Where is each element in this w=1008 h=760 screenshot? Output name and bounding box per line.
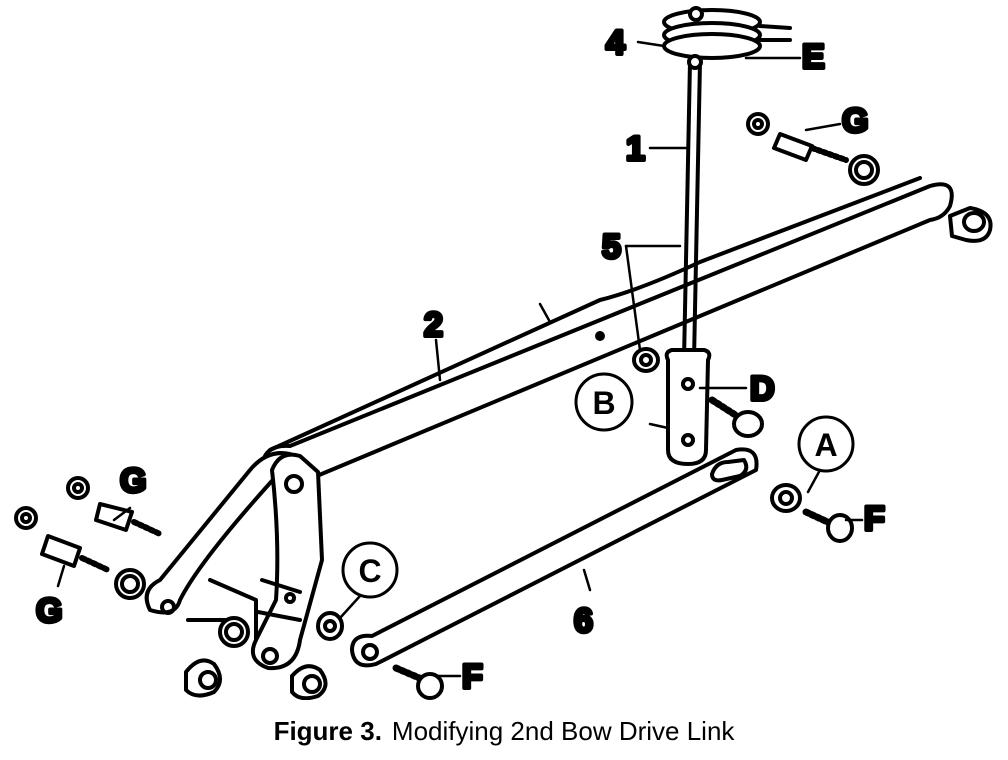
figure-caption: Figure 3. Modifying 2nd Bow Drive Link — [0, 716, 1008, 747]
callout-D: D — [750, 370, 775, 408]
callout-F-bottom: F — [462, 658, 483, 696]
spacer-A-and-bolt-F — [770, 483, 854, 543]
spacer-C — [316, 611, 344, 641]
callout-E: E — [802, 38, 825, 76]
callout-2: 2 — [424, 306, 443, 344]
callout-F-right: F — [864, 500, 885, 538]
callout-B: B — [592, 385, 615, 421]
callout-C-circle: C — [341, 541, 399, 599]
callout-1: 1 — [626, 130, 645, 168]
callout-4: 4 — [606, 24, 625, 62]
vertical-rod — [664, 54, 712, 466]
drive-link-2 — [260, 176, 954, 486]
leader-lines — [56, 40, 864, 678]
callout-A-circle: A — [797, 415, 855, 473]
spacer-B — [595, 331, 660, 373]
callout-G-upper-left: G — [120, 462, 146, 500]
callout-B-circle: B — [574, 372, 634, 432]
figure-number: Figure 3. — [273, 716, 382, 746]
figure-title: Modifying 2nd Bow Drive Link — [391, 716, 735, 746]
callout-5: 5 — [602, 228, 621, 266]
bolt-D — [708, 396, 764, 438]
callout-C: C — [358, 553, 381, 589]
callout-G-top: G — [842, 102, 868, 140]
hardware-top-right — [746, 112, 993, 243]
hardware-left — [14, 476, 328, 700]
bolt-F-bottom — [392, 664, 444, 700]
pivot-spring-assembly — [662, 6, 792, 60]
callout-A: A — [814, 427, 837, 463]
exploded-linkage-diagram: 4 E 1 G 5 2 D F 6 F G G B A C — [14, 6, 993, 700]
lower-link-6 — [350, 447, 759, 668]
callout-G-lower-left: G — [36, 592, 62, 630]
bellcrank-plate — [251, 452, 324, 671]
callout-6: 6 — [574, 602, 593, 640]
